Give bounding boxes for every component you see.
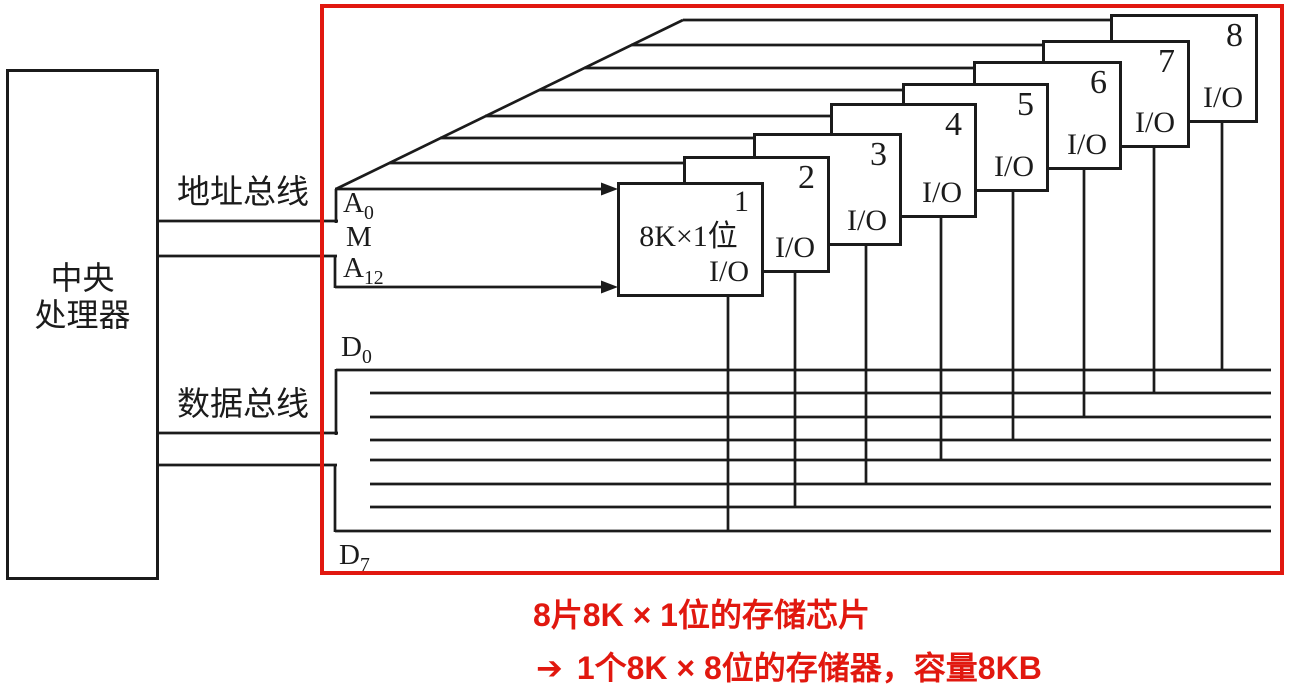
memory-chips-highlight-frame (320, 4, 1284, 575)
pin-d7: D7 (339, 539, 370, 575)
pin-m: M (346, 223, 372, 252)
cpu-box: 中央 处理器 (6, 69, 159, 580)
cpu-label: 中央 处理器 (34, 260, 130, 334)
pin-a12-base: A (343, 252, 364, 284)
arrow-right-icon: ➔ (536, 650, 563, 686)
caption-line1: 8片8K × 1位的存储芯片 (533, 597, 870, 633)
pin-a12: A12 (343, 252, 384, 288)
pin-d0: D0 (341, 331, 372, 367)
cpu-label-line2: 处理器 (34, 297, 131, 333)
cpu-label-line1: 中央 (50, 259, 115, 296)
pin-a0: A0 (343, 187, 374, 223)
address-bus-label: 地址总线 (177, 175, 309, 211)
pin-a12-sub: 12 (363, 266, 384, 289)
caption-line2-text: 1个8K × 8位的存储器，容量8KB (576, 650, 1042, 686)
pin-a0-base: A (343, 187, 364, 219)
pin-d7-sub: 7 (359, 553, 370, 576)
pin-a0-sub: 0 (363, 201, 374, 224)
pin-d0-sub: 0 (361, 345, 372, 368)
data-bus-label: 数据总线 (177, 387, 309, 423)
pin-d0-base: D (341, 331, 362, 363)
caption-line2: ➔ 1个8K × 8位的存储器，容量8KB (536, 652, 1042, 684)
pin-m-base: M (346, 221, 372, 253)
pin-d7-base: D (339, 539, 360, 571)
